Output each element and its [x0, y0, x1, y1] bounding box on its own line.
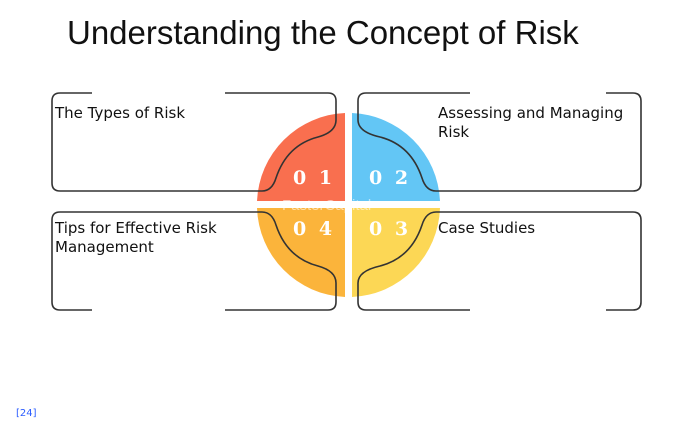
- citation-link[interactable]: [24]: [16, 408, 37, 419]
- quadrant-03: [352, 208, 440, 297]
- box-03-outline: [357, 211, 642, 311]
- label-tips: Tips for Effective Risk Management: [55, 219, 217, 256]
- label-assessing-managing: Assessing and Managing Risk: [438, 104, 624, 141]
- label-types-of-risk: The Types of Risk: [55, 104, 186, 122]
- number-02: 0 2: [369, 167, 411, 189]
- quadrant-04: [257, 208, 345, 297]
- box-04-outline: [51, 211, 337, 311]
- box-02-outline: [357, 92, 642, 192]
- number-03: 0 3: [369, 218, 411, 240]
- watermark: FasterCapital: [282, 197, 371, 214]
- box-01-outline: [51, 92, 337, 192]
- page-title: Understanding the Concept of Risk: [67, 14, 579, 51]
- number-04: 0 4: [293, 218, 335, 240]
- number-01: 0 1: [293, 167, 335, 189]
- label-case-studies: Case Studies: [438, 219, 536, 237]
